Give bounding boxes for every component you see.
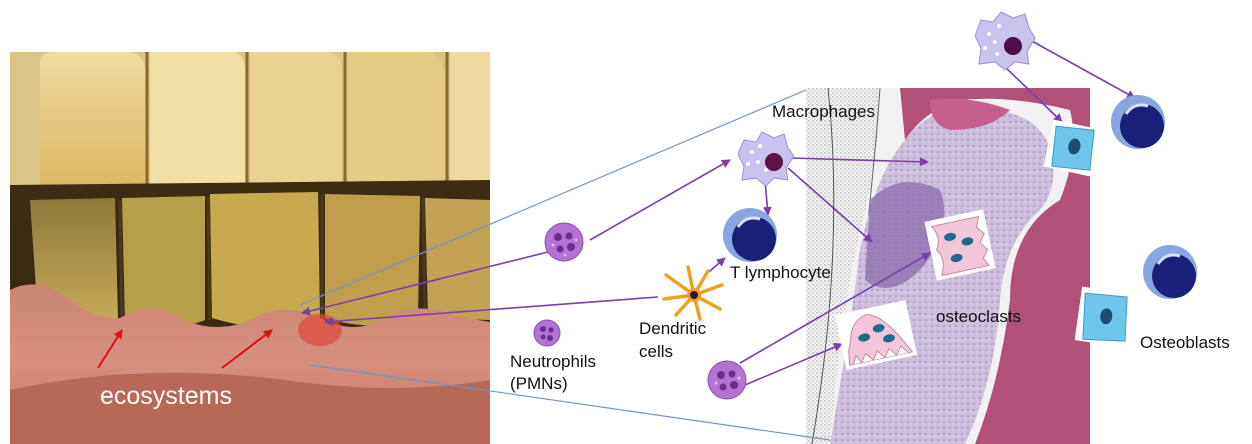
arrow-neutrophil-to-macrophage [590,160,730,240]
osteoblast-icon [1075,287,1134,348]
macrophage-icon [975,12,1035,70]
t-lymphocyte-label: T lymphocyte [730,263,831,282]
osteoclasts-label: osteoclasts [936,307,1021,326]
neutrophils-label-line2: (PMNs) [510,374,568,393]
neutrophil-icon [708,361,746,399]
neutrophil-icon [545,223,583,261]
osteoblast-icon [1111,95,1165,149]
dendritic-cell-icon [664,267,722,319]
macrophage-icon [738,132,794,186]
osteoblast-icon [1044,120,1101,177]
osteoclast-icon [924,209,995,280]
dendritic-cells-label-line2: cells [639,342,673,361]
neutrophils-label-line1: Neutrophils [510,352,596,371]
neutrophil-icon [534,320,560,346]
dendritic-cells-label-line1: Dendritic [639,319,707,338]
osteoblast-icon [1143,245,1197,299]
macrophages-label: Macrophages [772,102,875,121]
tooth-photo [10,52,490,444]
osteoblasts-label: Osteoblasts [1140,333,1230,352]
t-lymphocyte-icon [723,208,777,262]
ecosystems-label: ecosystems [100,382,232,410]
